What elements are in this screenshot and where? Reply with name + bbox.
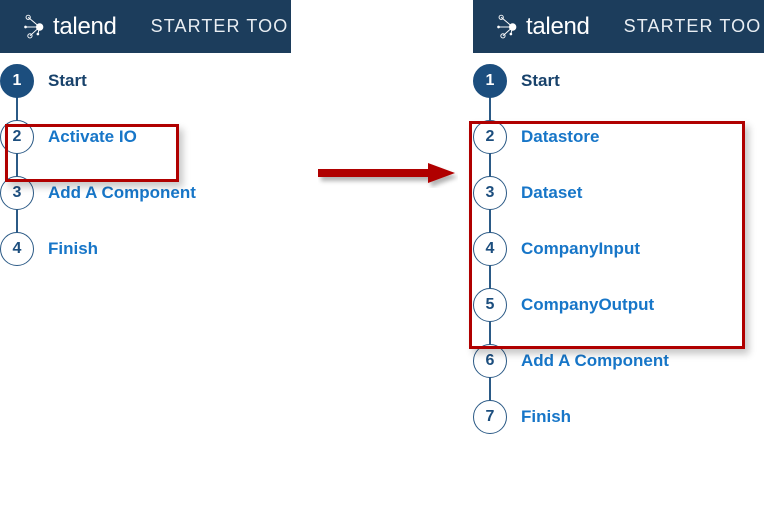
step-label: Datastore: [521, 127, 600, 146]
step-number-badge: 7: [473, 400, 507, 434]
step-label: Start: [48, 71, 87, 90]
step-number-badge: 2: [473, 120, 507, 154]
step-number-badge: 3: [0, 176, 34, 210]
brand-wordmark: talend: [53, 12, 117, 40]
brand-logo-before[interactable]: talend: [22, 12, 117, 42]
step-list-after: 1 Start 2 Datastore 3 Dataset 4 CompanyInput 5 Co…: [473, 53, 764, 445]
step-label: Start: [521, 71, 560, 90]
step-item-finish[interactable]: 4 Finish: [0, 221, 291, 277]
step-label: Activate IO: [48, 127, 137, 146]
step-number-badge: 1: [0, 64, 34, 98]
wizard-panel-after: 1 Start 2 Datastore 3 Dataset 4 CompanyInput 5 Co…: [473, 53, 764, 445]
app-title-before: STARTER TOO: [150, 16, 289, 36]
step-label: CompanyInput: [521, 239, 640, 258]
step-item-activate-io[interactable]: 2 Activate IO: [0, 109, 291, 165]
step-label: Dataset: [521, 183, 583, 202]
step-item-start[interactable]: 1 Start: [0, 53, 291, 109]
step-label: Finish: [48, 239, 99, 258]
step-number-badge: 4: [473, 232, 507, 266]
app-header-before: talend STARTER TOO: [0, 0, 291, 53]
app-title-after: STARTER TOO: [623, 16, 762, 36]
step-number-badge: 6: [473, 344, 507, 378]
step-item-start[interactable]: 1 Start: [473, 53, 764, 109]
step-list-before: 1 Start 2 Activate IO 3 Add A Component 4 Finis…: [0, 53, 291, 277]
transition-arrow-icon: [318, 163, 455, 183]
brand-wordmark: talend: [526, 12, 590, 40]
step-label: Finish: [521, 407, 572, 426]
talend-network-node-icon: [24, 14, 44, 38]
step-number-badge: 2: [0, 120, 34, 154]
step-item-add-a-component[interactable]: 3 Add A Component: [0, 165, 291, 221]
step-item-companyinput[interactable]: 4 CompanyInput: [473, 221, 764, 277]
talend-network-node-icon: [497, 14, 517, 38]
step-number-badge: 1: [473, 64, 507, 98]
step-item-add-a-component[interactable]: 6 Add A Component: [473, 333, 764, 389]
step-number-badge: 3: [473, 176, 507, 210]
step-item-datastore[interactable]: 2 Datastore: [473, 109, 764, 165]
brand-logo-after[interactable]: talend: [495, 12, 590, 42]
step-item-finish[interactable]: 7 Finish: [473, 389, 764, 445]
step-label: Add A Component: [521, 351, 669, 370]
step-item-dataset[interactable]: 3 Dataset: [473, 165, 764, 221]
step-label: Add A Component: [48, 183, 196, 202]
step-number-badge: 5: [473, 288, 507, 322]
step-number-badge: 4: [0, 232, 34, 266]
step-item-companyoutput[interactable]: 5 CompanyOutput: [473, 277, 764, 333]
app-header-after: talend STARTER TOO: [473, 0, 764, 53]
step-label: CompanyOutput: [521, 295, 655, 314]
wizard-panel-before: 1 Start 2 Activate IO 3 Add A Component 4 Finis…: [0, 53, 291, 277]
